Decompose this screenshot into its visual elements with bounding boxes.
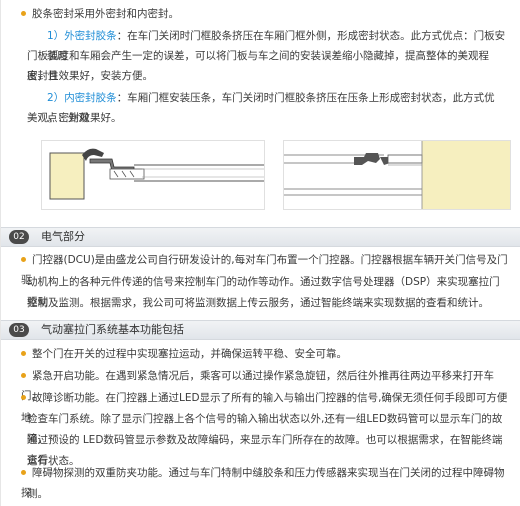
outer-seal-text1: ：在车门关闭时门框胶条挤压在车厢门框外侧，形成密封状态。此方式优点：门板安装时 [47,30,506,62]
inner-seal-drawing [284,141,510,209]
outer-seal-term: 外密封胶条 [64,30,117,42]
outer-seal-line3: 密封性效果好，安装方便。 [27,70,153,82]
inner-seal-line1: 2）内密封胶条：车厢门框安装压条，车门关闭时门框胶条挤压在压条上形成密封状态，此… [47,88,508,128]
outer-seal-drawing [49,148,264,200]
function-text-cont: 运行状态。 [27,455,80,467]
section-number: 03 [9,323,29,337]
inner-seal-text1: ：车厢门框安装压条，车门关闭时门框胶条挤压在压条上形成密封状态，此方式优点：外观 [47,92,495,124]
electrical-line1: 门控器(DCU)是由盛龙公司自行研发设计的,每对车门布置一个门控器。门控器根据车… [21,254,508,286]
function-item: 故障诊断功能。在门控器上通过LED显示了所有的输入与输出门控器的信号,确保无须任… [21,388,510,428]
section-number: 02 [9,230,29,244]
function-text: 故障诊断功能。在门控器上通过LED显示了所有的输入与输出门控器的信号,确保无须任… [21,392,508,424]
intro-text: 胶条密封采用外密封和内密封。 [32,8,179,20]
bullet-dot [21,372,26,378]
inner-seal-num: 2） [47,92,65,104]
outer-seal-line1: 1）外密封胶条：在车门关闭时门框胶条挤压在车厢门框外侧，形成密封状态。此方式优点… [47,26,508,66]
intro-item: 胶条密封采用外密封和内密封。 [21,4,510,24]
function-text: 紧急开启功能。在遇到紧急情况后，乘客可以通过操作紧急旋钮，然后往外推再往两边平移… [21,370,494,402]
function-text-cont: 通过预设的 LED数码管显示参数及故障编码，来显示车门所存在的故障。也可以根据需… [27,434,503,466]
bullet-dot [21,469,26,475]
section-header-electrical: 02 电气部分 [1,227,520,247]
electrical-item: 门控器(DCU)是由盛龙公司自行研发设计的,每对车门布置一个门控器。门控器根据车… [21,250,510,290]
bullet-dot [21,394,26,400]
inner-seal-diagram [283,140,511,210]
function-text: 整个门在开关的过程中实现塞拉运动，并确保运转平稳、安全可靠。 [32,348,347,360]
section-header-functions: 03 气动塞拉门系统基本功能包括 [1,320,520,340]
section-title: 电气部分 [41,230,85,243]
function-text: 障碍物探测的双重防夹功能。通过与车门特制中缝胶条和压力传感器来实现当在门关闭的过… [21,467,505,499]
inner-seal-line2: 美观，密封效果好。 [27,112,122,124]
outer-seal-line2: 门板弧度和车厢会产生一定的误差，可以将门板与车之间的安装误差缩小隐藏掉，提高整体… [27,50,489,82]
outer-seal-diagram [41,140,265,210]
function-item: 紧急开启功能。在遇到紧急情况后，乘客可以通过操作紧急旋钮，然后往外推再往两边平移… [21,366,510,406]
inner-seal-term: 内密封胶条 [64,92,117,104]
function-text-cont: 测。 [27,488,48,500]
bullet-dot [21,256,26,262]
electrical-line3: 控制及监测。根据需求，我公司可将监测数据上传云服务，通过智能终端来实现数据的查看… [27,297,489,309]
function-item: 障碍物探测的双重防夹功能。通过与车门特制中缝胶条和压力传感器来实现当在门关闭的过… [21,463,510,503]
section-title: 气动塞拉门系统基本功能包括 [41,323,184,336]
function-item: 整个门在开关的过程中实现塞拉运动，并确保运转平稳、安全可靠。 [21,344,510,364]
bullet-dot [21,350,26,356]
function-text-cont: 检查车门系统。除了显示门控器上各个信号的输入输出状态以外,还有一组LED数码管可… [27,413,503,445]
electrical-line2: 动机构上的各种元件传递的信号来控制车门的动作等动作。通过数字信号处理器（DSP）… [27,276,500,308]
bullet-dot [21,10,26,16]
outer-seal-num: 1） [47,30,65,42]
